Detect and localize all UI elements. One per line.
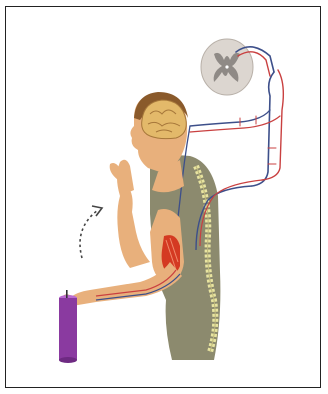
raised-hand xyxy=(110,160,150,268)
brain-icon xyxy=(142,100,187,139)
candle-icon xyxy=(59,290,77,363)
motion-arrow-icon xyxy=(80,206,102,258)
